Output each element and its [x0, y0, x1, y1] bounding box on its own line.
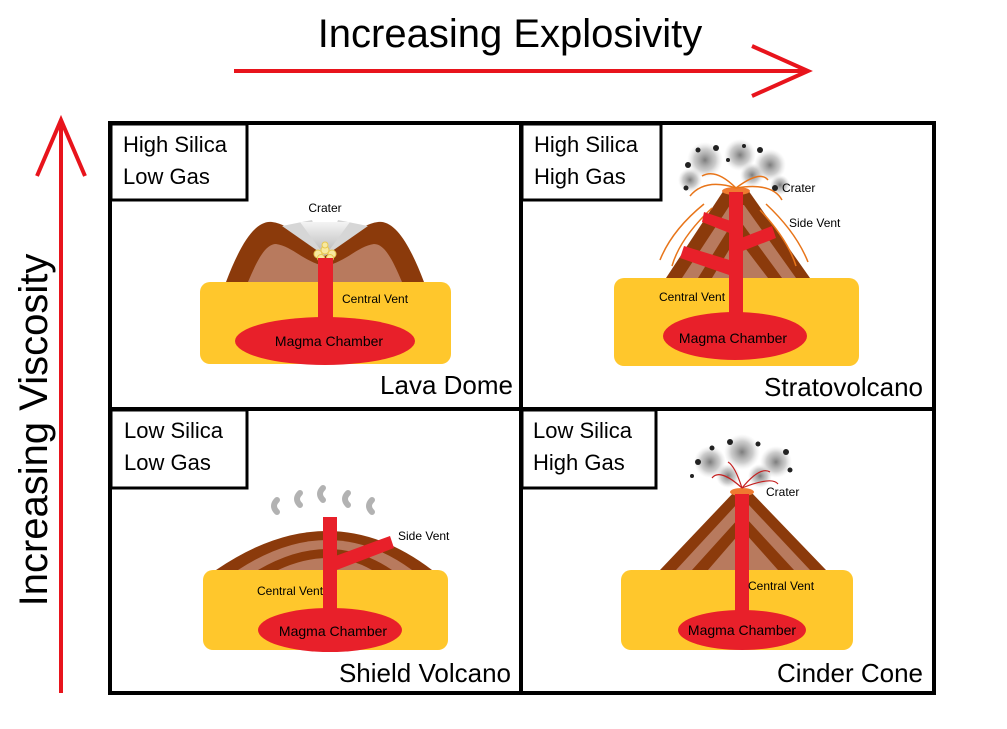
- magma-chamber: [663, 312, 807, 360]
- stratovolcano-illustration: Crater Side Vent Central Vent Magma Cham…: [614, 139, 859, 366]
- gas-label: High Gas: [534, 164, 626, 189]
- cinder-cone-illustration: Crater Central Vent Magma Chamber: [621, 434, 853, 650]
- gas-label: Low Gas: [124, 450, 211, 475]
- crater-label: Crater: [782, 181, 815, 195]
- crater-label: Crater: [308, 201, 341, 215]
- shield-volcano-conditions: Low Silica Low Gas: [124, 415, 223, 479]
- shield-volcano-title: Shield Volcano: [338, 658, 511, 688]
- side-vent: [330, 536, 394, 571]
- magma-chamber-label: Magma Chamber: [679, 330, 787, 346]
- side-vent-label: Side Vent: [789, 216, 841, 230]
- lava-dome-conditions: High Silica Low Gas: [123, 129, 227, 193]
- viscosity-arrow: [35, 114, 87, 693]
- shield-volcano-illustration: Side Vent Central Vent Magma Chamber: [203, 485, 450, 652]
- magma-chamber-label: Magma Chamber: [279, 623, 387, 639]
- silica-label: High Silica: [534, 132, 638, 157]
- stratovolcano-conditions: High Silica High Gas: [534, 129, 638, 193]
- cinder-cone-title: Cinder Cone: [777, 658, 923, 688]
- stratovolcano-title: Stratovolcano: [764, 372, 923, 402]
- silica-label: Low Silica: [533, 418, 633, 443]
- silica-label: High Silica: [123, 132, 227, 157]
- magma-chamber: [235, 317, 415, 365]
- magma-chamber: [258, 608, 402, 652]
- central-vent: [318, 258, 333, 334]
- lava-dome-illustration: Crater Central Vent Magma Chamber: [200, 201, 451, 365]
- lava-dome-title: Lava Dome: [380, 370, 513, 400]
- magma-chamber-label: Magma Chamber: [275, 333, 383, 349]
- x-axis-title: Increasing Explosivity: [317, 12, 703, 56]
- silica-label: Low Silica: [124, 418, 224, 443]
- central-vent-label: Central Vent: [659, 290, 726, 304]
- crater-label: Crater: [766, 485, 799, 499]
- side-vent-label: Side Vent: [398, 529, 450, 543]
- cinder-cone-conditions: Low Silica High Gas: [533, 415, 632, 479]
- central-vent: [735, 494, 749, 624]
- central-vent-label: Central Vent: [257, 584, 324, 598]
- central-vent: [323, 517, 337, 629]
- magma-chamber-label: Magma Chamber: [688, 622, 796, 638]
- label-boxes: [109, 122, 663, 490]
- central-vent-label: Central Vent: [748, 579, 815, 593]
- central-vent-label: Central Vent: [342, 292, 409, 306]
- gas-label: Low Gas: [123, 164, 210, 189]
- explosivity-arrow: [234, 44, 813, 98]
- side-vent: [680, 246, 736, 276]
- magma-chamber: [678, 610, 806, 650]
- gas-label: High Gas: [533, 450, 625, 475]
